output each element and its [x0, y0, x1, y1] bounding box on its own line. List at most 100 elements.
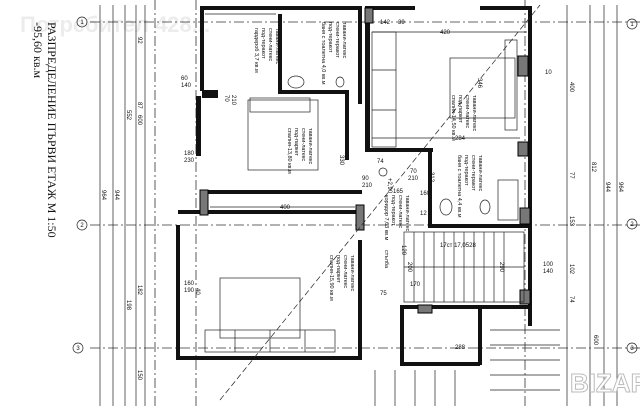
drawing-title: РАЗПРЕДЕЛЕНИЕ ПЪРВИ ЕТАЖ М 1:50 [45, 22, 59, 238]
dim-left-552: 552 [125, 110, 131, 121]
dim-right-400: 400 [568, 82, 574, 93]
dim-right-600: 600 [592, 335, 598, 346]
svg-text:400: 400 [280, 205, 291, 211]
svg-text:стени-теракот: стени-теракот [470, 155, 476, 191]
room-corridor-7-63: коридор 7,63 кв.м под-теракот стени-лате… [383, 195, 410, 241]
dim-left-600: 600 [136, 115, 142, 126]
dim-left-87: 87 [136, 102, 142, 109]
dim-left-198: 198 [125, 300, 131, 311]
svg-text:спалня-14,50 кв.м: спалня-14,50 кв.м [450, 95, 456, 141]
svg-text:210: 210 [230, 95, 236, 106]
svg-text:12: 12 [420, 211, 427, 217]
svg-text:тавани-латекс: тавани-латекс [404, 195, 410, 232]
dim-left-964: 964 [100, 190, 106, 201]
svg-text:под-паркет: под-паркет [293, 128, 299, 156]
dim-right-944: 944 [604, 182, 610, 193]
stairs[interactable] [205, 13, 560, 406]
stair-note: стълба [383, 250, 389, 269]
svg-text:70: 70 [410, 169, 417, 175]
drawing-area: -95,60 кв.м [31, 22, 45, 78]
svg-text:75: 75 [380, 291, 387, 297]
dim-right-964: 964 [617, 182, 623, 193]
dim-left-182: 182 [136, 285, 142, 296]
svg-text:под-паркет: под-паркет [457, 95, 463, 123]
svg-text:тавани-латекс: тавани-латекс [471, 95, 477, 132]
svg-text:баня с тоалетна 4,4 кв.м: баня с тоалетна 4,4 кв.м [456, 155, 462, 218]
svg-text:100: 100 [543, 262, 554, 268]
dim-left-944: 944 [113, 190, 119, 201]
room-bathroom-4-4: баня с тоалетна 4,4 кв.м под-теракот сте… [456, 155, 483, 218]
dimension-texts: 420 142 39 10 284 346 60 140 70 210 180 … [181, 20, 554, 351]
svg-text:160: 160 [420, 191, 431, 197]
svg-text:под-теракот: под-теракот [260, 28, 266, 59]
svg-text:284: 284 [455, 136, 466, 142]
svg-text:74: 74 [377, 159, 384, 165]
svg-text:140: 140 [543, 269, 554, 275]
dim-left-150: 150 [136, 370, 142, 381]
svg-text:коридор 7,63 кв.м: коридор 7,63 кв.м [383, 195, 389, 241]
svg-text:40: 40 [194, 288, 200, 295]
svg-text:120: 120 [400, 245, 406, 256]
right-dimension-lines [566, 5, 618, 406]
axis-bubble-3 [72, 342, 84, 354]
svg-text:140: 140 [181, 83, 192, 89]
axis-label-1-right: 1 [630, 22, 634, 28]
section-line [219, 4, 541, 401]
svg-text:70: 70 [223, 95, 229, 102]
room-wardrobe-3-7: гардероб 3,7 кв.м под-теракот стени-лате… [253, 28, 280, 73]
room-bedroom-14-50: спалня-14,50 кв.м под-паркет стени-латек… [450, 95, 477, 141]
svg-text:баня с тоалетна 4,0 кв.м: баня с тоалетна 4,0 кв.м [320, 22, 326, 85]
svg-text:гардероб 3,7 кв.м: гардероб 3,7 кв.м [253, 28, 259, 73]
svg-text:60: 60 [181, 76, 188, 82]
svg-text:спалня-13,80 кв.м: спалня-13,80 кв.м [286, 128, 292, 174]
watermark-user: Потребител 428... [20, 12, 210, 37]
svg-text:290: 290 [498, 262, 504, 273]
svg-text:под-теракот: под-теракот [463, 155, 469, 186]
svg-text:39: 39 [398, 20, 405, 26]
svg-text:стени-теракот: стени-теракот [334, 22, 340, 58]
svg-text:420: 420 [440, 30, 451, 36]
axis-label-3: 3 [76, 346, 80, 352]
dim-left-92: 92 [136, 37, 142, 44]
svg-text:10: 10 [545, 70, 552, 76]
walls [176, 6, 532, 366]
svg-text:тавани-латекс: тавани-латекс [274, 28, 280, 65]
axis-label-2-right: 2 [630, 222, 634, 228]
svg-text:90: 90 [362, 176, 369, 182]
svg-text:тавани-латекс: тавани-латекс [307, 128, 313, 165]
svg-text:тавани-латекс: тавани-латекс [341, 22, 347, 59]
svg-text:стени-латекс: стени-латекс [267, 28, 273, 61]
svg-text:346: 346 [476, 78, 482, 89]
svg-text:210: 210 [362, 183, 373, 189]
svg-text:165: 165 [393, 189, 404, 195]
svg-text:160: 160 [184, 281, 195, 287]
axis-bubble-2 [76, 219, 88, 231]
room-bedroom-15-90: спалня-15,90 кв.м под-паркет стени-латек… [328, 255, 355, 301]
svg-text:190: 190 [184, 288, 195, 294]
dim-right-153: 153 [568, 216, 574, 227]
svg-text:под-теракот: под-теракот [390, 195, 396, 226]
room-bedroom-13-80: спалня-13,80 кв.м под-паркет стени-латек… [286, 128, 313, 174]
svg-text:230: 230 [184, 158, 195, 164]
svg-text:стени-латекс: стени-латекс [300, 128, 306, 161]
room-bathroom-4-0: баня с тоалетна 4,0 кв.м под-теракот сте… [320, 22, 347, 85]
axis-label-1: 1 [80, 20, 84, 26]
axis-bubble-1 [76, 16, 88, 28]
axis-label-3-right: 3 [630, 346, 634, 352]
svg-text:тавани-латекс: тавани-латекс [349, 255, 355, 292]
svg-text:170: 170 [410, 282, 421, 288]
svg-text:200: 200 [406, 262, 412, 273]
left-dimension-lines [99, 5, 146, 406]
svg-text:330: 330 [338, 155, 344, 166]
svg-text:142: 142 [380, 20, 391, 26]
dim-right-74: 74 [568, 296, 574, 303]
watermark-logo: BIZAR [570, 368, 640, 398]
svg-text:180: 180 [184, 151, 195, 157]
svg-text:210: 210 [408, 176, 419, 182]
level-marker-icon [378, 167, 388, 177]
axis-label-2: 2 [80, 223, 84, 229]
svg-text:312: 312 [428, 172, 434, 183]
dim-right-77: 77 [568, 172, 574, 179]
svg-text:спалня-15,90 кв.м: спалня-15,90 кв.м [328, 255, 334, 301]
